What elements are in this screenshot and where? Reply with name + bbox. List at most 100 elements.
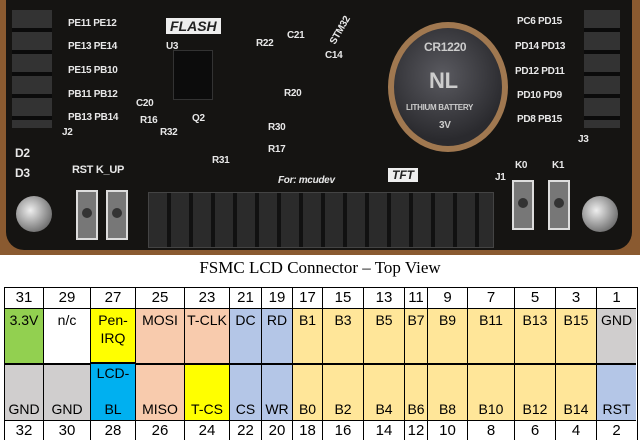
chip-label: R17 (268, 144, 286, 155)
pin-signal: GND (44, 362, 90, 420)
chip-label: R31 (212, 155, 230, 166)
battery-model: CR1220 (424, 40, 467, 54)
tft-pin-header (148, 192, 494, 248)
header-label: PE15 PB10 (68, 65, 118, 76)
pin-signal: B15 (556, 308, 596, 363)
signal-line: MOSI (142, 312, 178, 328)
right-led (582, 196, 618, 232)
pin-number: 8 (468, 420, 514, 440)
pin-number: 31 (15, 289, 33, 306)
signal-line: IRQ (100, 330, 126, 346)
credit-label: For: mcudev (278, 175, 335, 186)
header-label: PE13 PE14 (68, 41, 118, 52)
pin-signal: GND (597, 308, 636, 363)
pin-signal: B11 (468, 308, 514, 363)
pin-number: 15 (334, 289, 352, 306)
pin-number: 2 (597, 420, 636, 440)
battery-type: LITHIUM BATTERY (406, 103, 474, 112)
pin-number: 30 (44, 420, 90, 440)
pin-signal: B10 (468, 362, 514, 420)
pin-number: 21 (237, 289, 254, 306)
signal-line: RD (266, 312, 288, 328)
signal-line: RST (602, 401, 631, 417)
header-label: PD12 PD11 (515, 66, 565, 77)
header-label: PD8 PB15 (517, 114, 562, 125)
pin-number: 12 (405, 420, 427, 440)
pin-signal: MISO (136, 362, 184, 420)
battery-voltage: 3V (439, 120, 451, 131)
pin-signal: B7 (405, 308, 427, 363)
chip-label: K0 (515, 160, 528, 171)
signal-line: B9 (438, 312, 457, 328)
pin-signal: RD (262, 308, 292, 363)
chip-label: C20 (136, 98, 154, 109)
chip-label: R16 (140, 115, 158, 126)
header-label: PB13 PB14 (68, 112, 119, 123)
pin-number: 26 (136, 420, 184, 440)
signal-line (91, 382, 135, 400)
tft-label: TFT (388, 168, 418, 182)
pin-number: 27 (104, 289, 122, 306)
chip-label: J2 (62, 127, 73, 138)
pin-number: 22 (230, 420, 261, 440)
k0-button (512, 180, 534, 230)
pin-number: 29 (58, 289, 76, 306)
chip-label: C14 (325, 50, 343, 61)
chip-label: D2 (15, 146, 30, 160)
pin-number: 16 (323, 420, 363, 440)
pin-number: 18 (293, 420, 322, 440)
signal-line: B5 (375, 312, 393, 328)
battery-brand: NL (429, 68, 458, 93)
header-label: PE11 PE12 (68, 18, 117, 29)
right-pin-header (584, 10, 620, 128)
pin-number: 11 (408, 289, 424, 306)
pin-number: 23 (198, 289, 216, 306)
pin-signal: LCD-BL (91, 362, 135, 420)
pin-signal: B4 (364, 362, 404, 420)
pin-signal: B3 (323, 308, 363, 363)
pin-number: 6 (515, 420, 555, 440)
signal-line: LCD- (96, 365, 130, 381)
board-photo: CR1220 NL LITHIUM BATTERY 3V PE11 PE12 P… (0, 0, 640, 255)
pin-signal: WR (262, 362, 292, 420)
signal-line: B6 (407, 401, 425, 417)
coin-battery: CR1220 NL LITHIUM BATTERY 3V (388, 22, 508, 152)
left-pin-header (12, 10, 52, 128)
pin-signal: B6 (405, 362, 427, 420)
pin-signal: B1 (293, 308, 322, 363)
pin-number: 7 (486, 289, 496, 306)
pin-number: 17 (299, 289, 316, 306)
signal-line: 3.3V (9, 312, 39, 328)
signal-line: B8 (438, 401, 457, 417)
pin-signal: T-CLK (185, 308, 229, 363)
flash-label: FLASH (166, 18, 221, 34)
pin-signal: B13 (515, 308, 555, 363)
pin-signal: GND (5, 362, 43, 420)
pin-signal: B0 (293, 362, 322, 420)
chip-label: Q2 (192, 113, 205, 124)
signal-line: B1 (298, 312, 317, 328)
pin-number: 10 (428, 420, 467, 440)
signal-line: B0 (298, 401, 317, 417)
chip-label: D3 (15, 166, 30, 180)
signal-line: DC (235, 312, 256, 328)
signal-line: MISO (142, 401, 178, 417)
pin-signal: B5 (364, 308, 404, 363)
chip-label: R30 (268, 122, 286, 133)
reset-button (76, 190, 98, 240)
signal-line: T-CLK (187, 312, 227, 328)
signal-line: n/c (57, 312, 77, 328)
signal-line: B10 (478, 401, 504, 417)
pin-signal: CS (230, 362, 261, 420)
signal-line: WR (265, 401, 289, 417)
left-led (16, 196, 52, 232)
